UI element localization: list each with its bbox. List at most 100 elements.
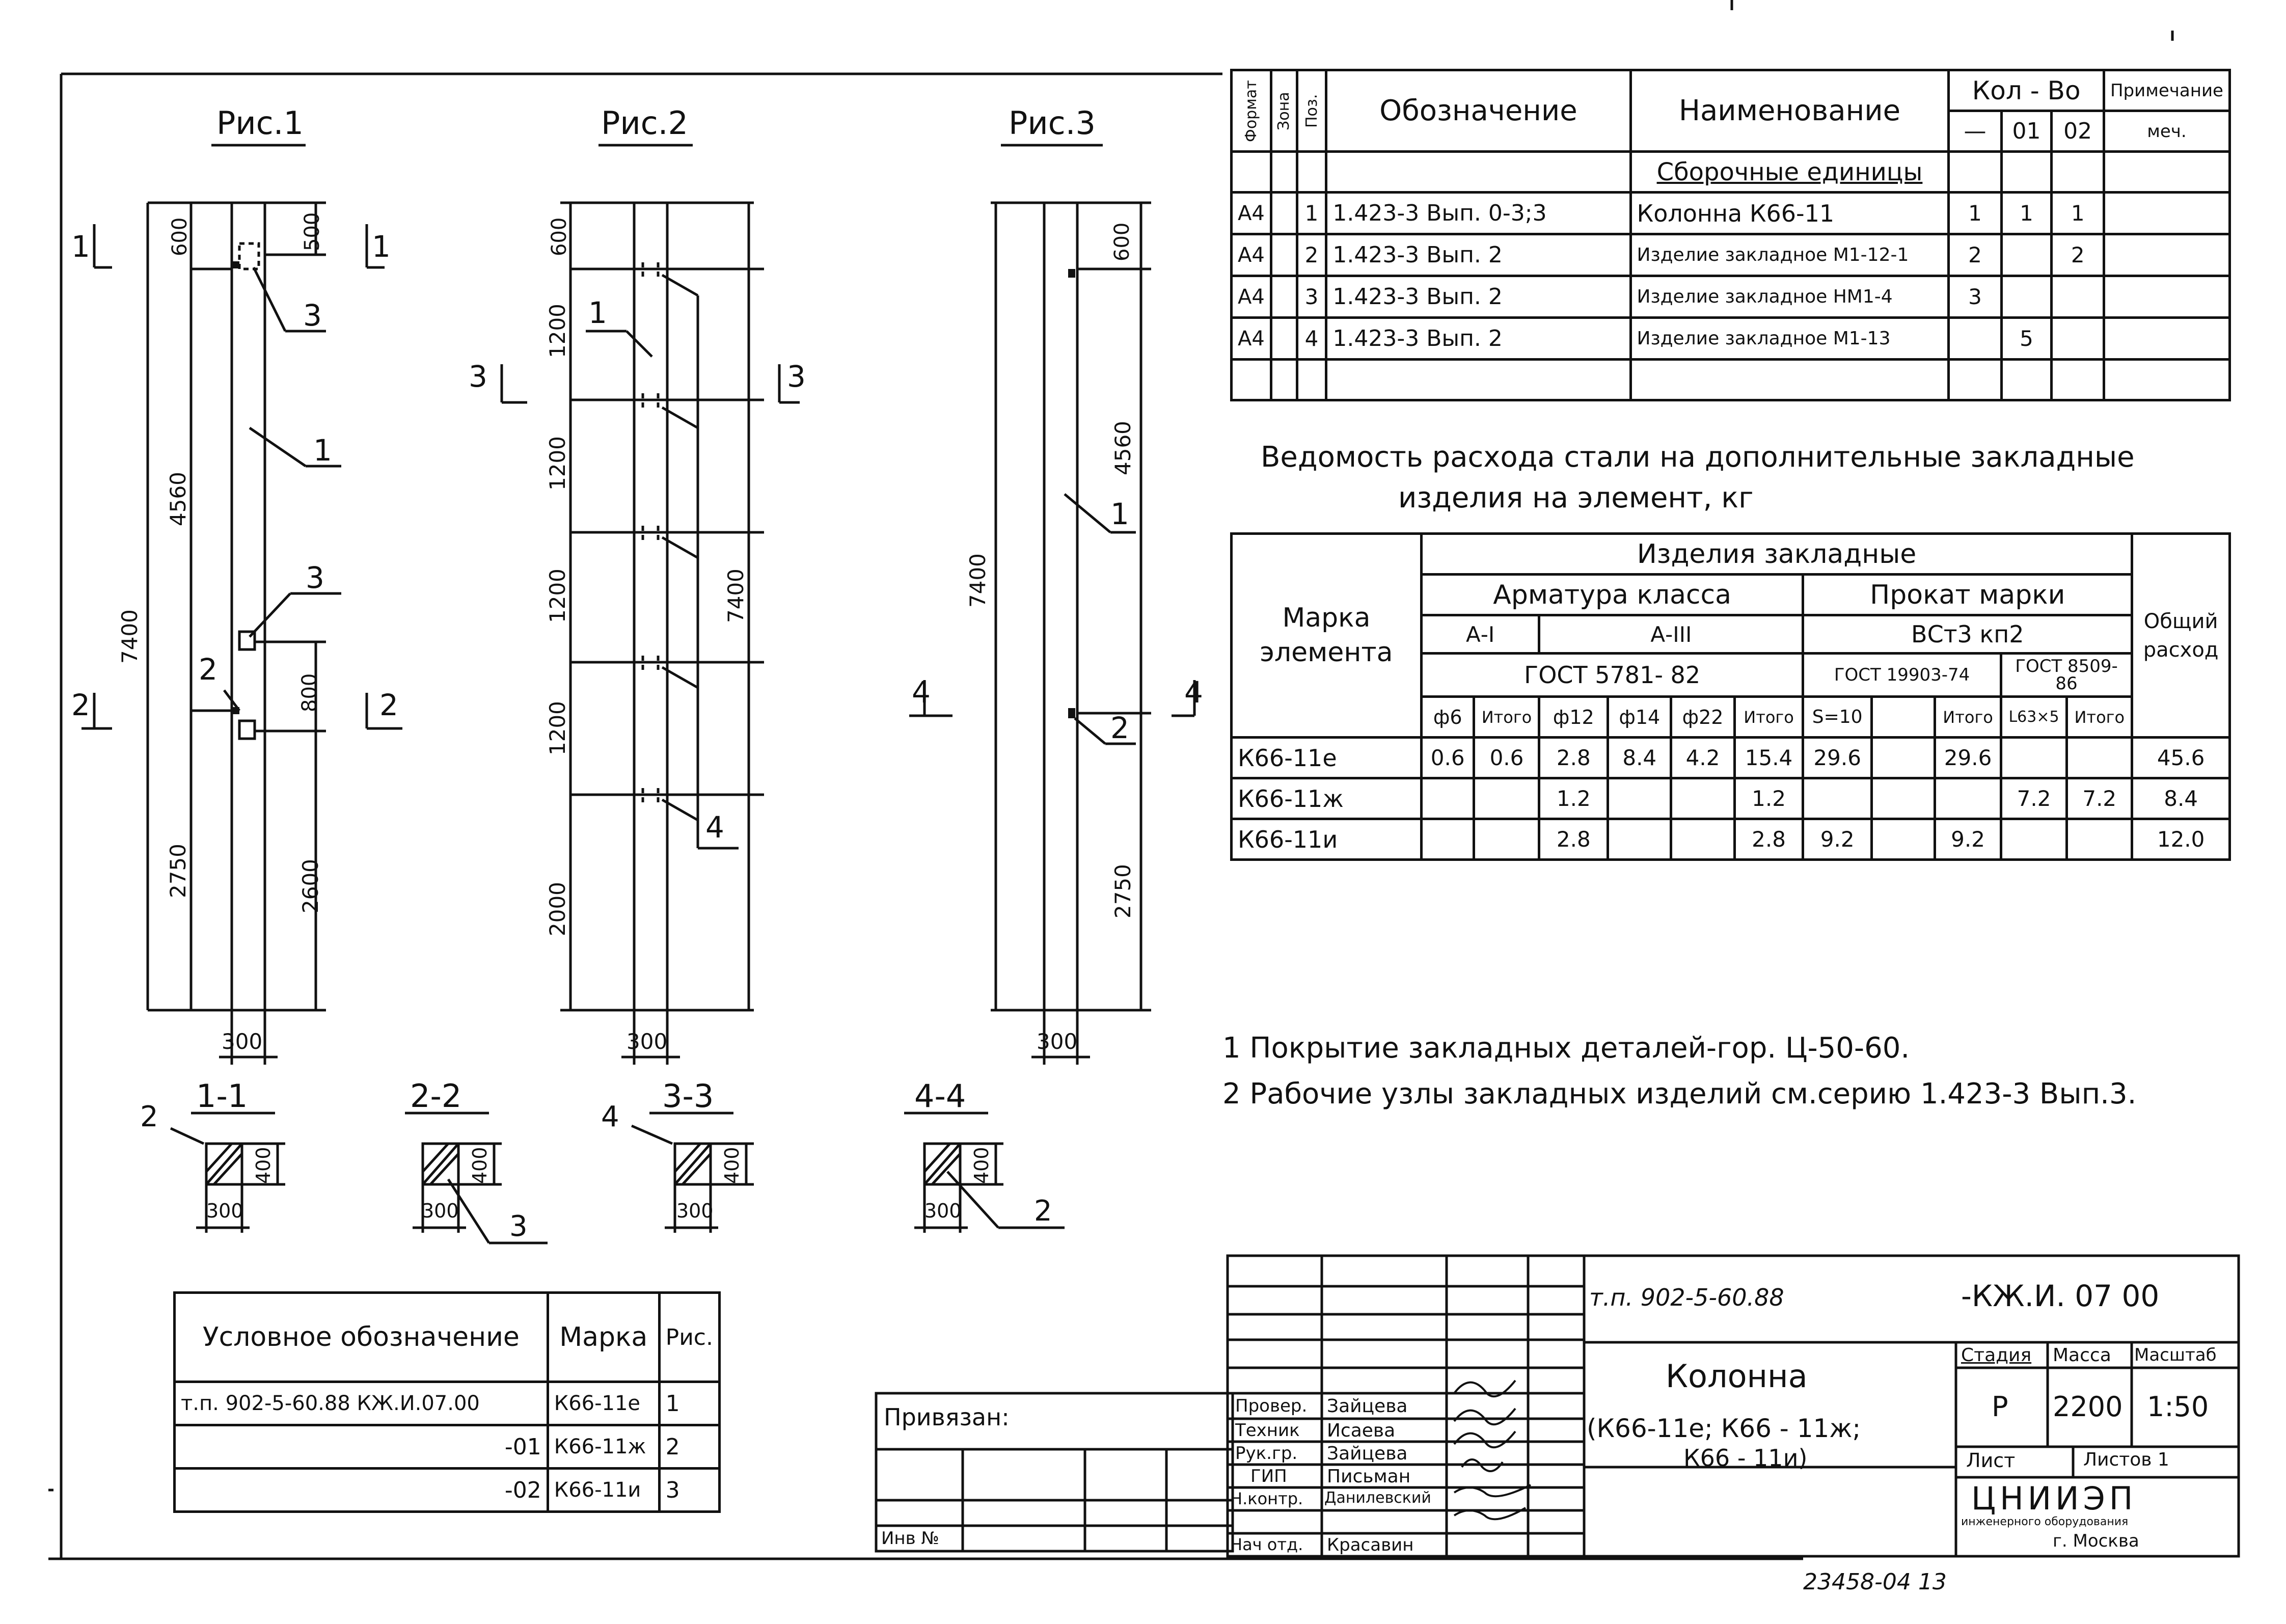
steel-cell bbox=[1420, 777, 1476, 820]
steel-col: Итого bbox=[1733, 695, 1805, 739]
fig3-section-mark-4l: 4 bbox=[912, 675, 931, 710]
section-1-1-height: 400 bbox=[252, 1147, 275, 1184]
spec-h-designation: Обозначение bbox=[1325, 69, 1632, 153]
legend-cell-mark: К66-11и bbox=[546, 1467, 661, 1513]
fig1-dim-4560: 4560 bbox=[166, 472, 190, 527]
steel-h-rolled: Прокат марки bbox=[1802, 573, 2134, 616]
fig2-dim-1200a: 1200 bbox=[545, 304, 570, 359]
steel-cell-total: 8.4 bbox=[2131, 777, 2231, 820]
steel-cell bbox=[1607, 818, 1673, 861]
table-row: т.п. 902-5-60.88 КЖ.И.07.00 К66-11е 1 bbox=[173, 1381, 721, 1426]
fig2-dim-1200c: 1200 bbox=[545, 569, 570, 624]
legend-table: Условное обозначение Марка Рис. т.п. 902… bbox=[173, 1291, 721, 1513]
steel-h-gost2: ГОСТ 19903-74 bbox=[1802, 652, 2002, 698]
section-3-3-title: 3-3 bbox=[662, 1077, 714, 1115]
fig2-dim-1200b: 1200 bbox=[545, 436, 570, 491]
legend-cell-mark: К66-11ж bbox=[546, 1424, 661, 1470]
steel-col: ф22 bbox=[1670, 695, 1736, 739]
fig1-title: Рис.1 bbox=[216, 104, 304, 142]
fig2-section-mark-3l: 3 bbox=[469, 359, 487, 394]
fig2-dim-7400: 7400 bbox=[723, 569, 748, 624]
spec-cell-q1 bbox=[2000, 275, 2053, 319]
fig3-dim-2750: 2750 bbox=[1110, 864, 1135, 919]
tb-h-mass: Масса bbox=[2053, 1345, 2111, 1366]
signer-role-2: Рук.гр. bbox=[1235, 1443, 1298, 1464]
steel-cell bbox=[2065, 818, 2134, 861]
steel-cell: 1.2 bbox=[1538, 777, 1610, 820]
spec-cell-q0: 3 bbox=[1947, 275, 2003, 319]
tb-org-1: ЦНИИЭП bbox=[1971, 1480, 2137, 1517]
section-1-1-callout: 2 bbox=[140, 1100, 158, 1133]
signer-role-3: ГИП bbox=[1250, 1466, 1287, 1486]
steel-cell bbox=[1870, 736, 1937, 779]
steel-cell: 8.4 bbox=[1607, 736, 1673, 779]
spec-h-note: Приме­чание bbox=[2102, 69, 2231, 112]
fig1-dim-300: 300 bbox=[222, 1029, 263, 1054]
fig3-title: Рис.3 bbox=[1009, 104, 1096, 142]
steel-cell bbox=[1420, 818, 1476, 861]
section-3-3-height: 400 bbox=[721, 1147, 743, 1184]
table-row: К66-11и 2.8 2.8 9.2 9.2 12.0 bbox=[1230, 818, 2231, 861]
steel-cell bbox=[1934, 777, 2002, 820]
section-1-1-title: 1-1 bbox=[196, 1077, 248, 1115]
steel-cell bbox=[1607, 777, 1673, 820]
tb-name-3: К66 - 11и) bbox=[1683, 1444, 1808, 1472]
spec-h-qty-2: 02 bbox=[2050, 110, 2105, 153]
spec-group-title: Сборочные единицы bbox=[1629, 150, 1950, 194]
legend-cell-fig: 3 bbox=[658, 1467, 721, 1513]
section-3-3-width: 300 bbox=[676, 1200, 714, 1222]
steel-col: ф14 bbox=[1607, 695, 1673, 739]
fig1-section-mark-1r: 1 bbox=[372, 229, 391, 264]
steel-h-gost3: ГОСТ 8509- 86 bbox=[1999, 652, 2134, 698]
signer-name-4: Данилевский bbox=[1324, 1489, 1431, 1507]
section-3-3-callout: 4 bbox=[601, 1100, 619, 1133]
table-row: А4 1 1.423-3 Вып. 0-3;3 Колонна К66-11 1… bbox=[1230, 191, 2231, 235]
fig1-section-mark-2r: 2 bbox=[379, 688, 398, 722]
steel-cell bbox=[1670, 777, 1736, 820]
spec-cell-q1 bbox=[2000, 233, 2053, 277]
steel-col: ф6 bbox=[1420, 695, 1476, 739]
tb-org-2: инженерного оборудования bbox=[1961, 1515, 2129, 1528]
tb-sheet: Лист bbox=[1966, 1449, 2016, 1472]
signer-role-0: Провер. bbox=[1235, 1396, 1308, 1416]
spec-cell-format: А4 bbox=[1230, 233, 1272, 277]
tb-sheets: Листов 1 bbox=[2083, 1449, 2169, 1470]
fig3-dim-7400: 7400 bbox=[965, 553, 990, 608]
steel-h-rebar: Арматура класса bbox=[1420, 573, 1805, 616]
signatures bbox=[1453, 1379, 1531, 1521]
spec-h-qty: Кол - Во bbox=[1947, 69, 2105, 112]
spec-cell-pos: 1 bbox=[1295, 191, 1328, 235]
steel-h-gost1: ГОСТ 5781- 82 bbox=[1420, 652, 1805, 698]
tb-h-stage: Стадия bbox=[1961, 1345, 2032, 1366]
spec-h-note-sub: меч. bbox=[2102, 110, 2231, 153]
fig1-dim-500: 500 bbox=[301, 212, 324, 252]
steel-cell bbox=[1870, 818, 1937, 861]
spec-h-name: Наименование bbox=[1629, 69, 1950, 153]
steel-cell bbox=[1473, 818, 1541, 861]
fig2-dim-1200d: 1200 bbox=[545, 701, 570, 756]
signer-name-0: Зайцева bbox=[1327, 1396, 1408, 1417]
section-2-2-callout: 3 bbox=[509, 1210, 528, 1243]
tb-mass: 2200 bbox=[2053, 1391, 2123, 1423]
spec-cell-q2: 2 bbox=[2050, 233, 2105, 277]
spec-h-qty-0: — bbox=[1947, 110, 2003, 153]
signer-role-5: Нач отд. bbox=[1230, 1535, 1303, 1554]
tb-scale: 1:50 bbox=[2147, 1391, 2209, 1423]
table-row: А4 4 1.423-3 Вып. 2 Изделие закладное М1… bbox=[1230, 316, 2231, 361]
fig1-dim-2750: 2750 bbox=[166, 844, 190, 899]
fig1-dim-2600: 2600 bbox=[298, 859, 323, 914]
fig2-title: Рис.2 bbox=[601, 104, 688, 142]
steel-cell-mark: К66-11ж bbox=[1230, 777, 1423, 820]
spec-cell-format: А4 bbox=[1230, 191, 1272, 235]
tie-block-lines bbox=[875, 1392, 1234, 1553]
steel-cell: 2.8 bbox=[1733, 818, 1805, 861]
title-block-lines bbox=[1226, 1254, 2240, 1558]
steel-col: L63×5 bbox=[1999, 695, 2069, 739]
fig1-section-mark-2l: 2 bbox=[71, 688, 90, 722]
fig2-dim-600: 600 bbox=[548, 217, 571, 257]
legend-cell-mark: К66-11е bbox=[546, 1381, 661, 1426]
steel-cell bbox=[1802, 777, 1873, 820]
table-row: К66-11е 0.6 0.6 2.8 8.4 4.2 15.4 29.6 29… bbox=[1230, 736, 2231, 779]
steel-col: ф12 bbox=[1538, 695, 1610, 739]
